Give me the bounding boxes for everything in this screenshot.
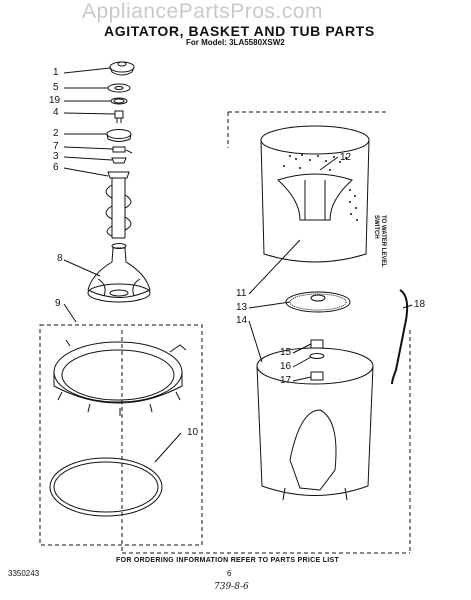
basket-drive-hub bbox=[285, 291, 351, 313]
callout-16: 16 bbox=[280, 361, 292, 372]
water-level-note-line-2: SWITCH bbox=[373, 215, 379, 239]
page-number: 6 bbox=[227, 569, 232, 578]
dog-cam bbox=[106, 129, 132, 142]
agitator-cap bbox=[109, 61, 135, 76]
callout-2: 2 bbox=[53, 128, 59, 139]
seal-ring bbox=[110, 97, 128, 105]
tub-ring bbox=[53, 339, 187, 416]
callout-9: 9 bbox=[55, 298, 61, 309]
callout-1: 1 bbox=[53, 67, 59, 78]
callout-17: 17 bbox=[280, 375, 292, 386]
tub-seal-stack bbox=[309, 339, 325, 381]
handwritten-note: 739-8-6 bbox=[214, 582, 249, 592]
spin-basket bbox=[260, 125, 370, 263]
callout-3: 3 bbox=[53, 151, 59, 162]
callout-5: 5 bbox=[53, 82, 59, 93]
diagram-title: AGITATOR, BASKET AND TUB PARTS bbox=[104, 23, 375, 39]
cap-insert bbox=[107, 83, 131, 93]
agitator-auger bbox=[105, 171, 132, 239]
callout-4: 4 bbox=[53, 107, 59, 118]
callout-8: 8 bbox=[57, 253, 63, 264]
callout-19: 19 bbox=[49, 95, 61, 106]
water-level-note-line-1: TO WATER LEVEL bbox=[380, 215, 386, 268]
agitator-bolt bbox=[114, 110, 124, 123]
callout-14: 14 bbox=[236, 315, 248, 326]
callout-10: 10 bbox=[187, 427, 199, 438]
callout-13: 13 bbox=[236, 302, 248, 313]
tub-gasket bbox=[49, 457, 163, 517]
model-subtitle: For Model: 3LA5580XSW2 bbox=[186, 38, 285, 47]
dogs-and-spring bbox=[111, 146, 133, 164]
agitator-base bbox=[87, 243, 151, 303]
ordering-note: FOR ORDERING INFORMATION REFER TO PARTS … bbox=[116, 557, 340, 564]
basket-holes bbox=[283, 154, 358, 221]
watermark: AppliancePartsPros.com bbox=[82, 0, 323, 23]
callout-15: 15 bbox=[280, 347, 292, 358]
callout-18: 18 bbox=[414, 299, 426, 310]
tub-ring-group-box bbox=[39, 324, 203, 546]
callout-12: 12 bbox=[340, 152, 352, 163]
outer-tub bbox=[256, 347, 374, 501]
water-level-note: TO WATER LEVEL SWITCH bbox=[372, 215, 386, 267]
callout-7: 7 bbox=[53, 141, 59, 152]
callout-6: 6 bbox=[53, 162, 59, 173]
water-level-hose bbox=[391, 289, 409, 385]
document-number: 3350243 bbox=[8, 569, 40, 578]
callout-11: 11 bbox=[236, 288, 247, 299]
